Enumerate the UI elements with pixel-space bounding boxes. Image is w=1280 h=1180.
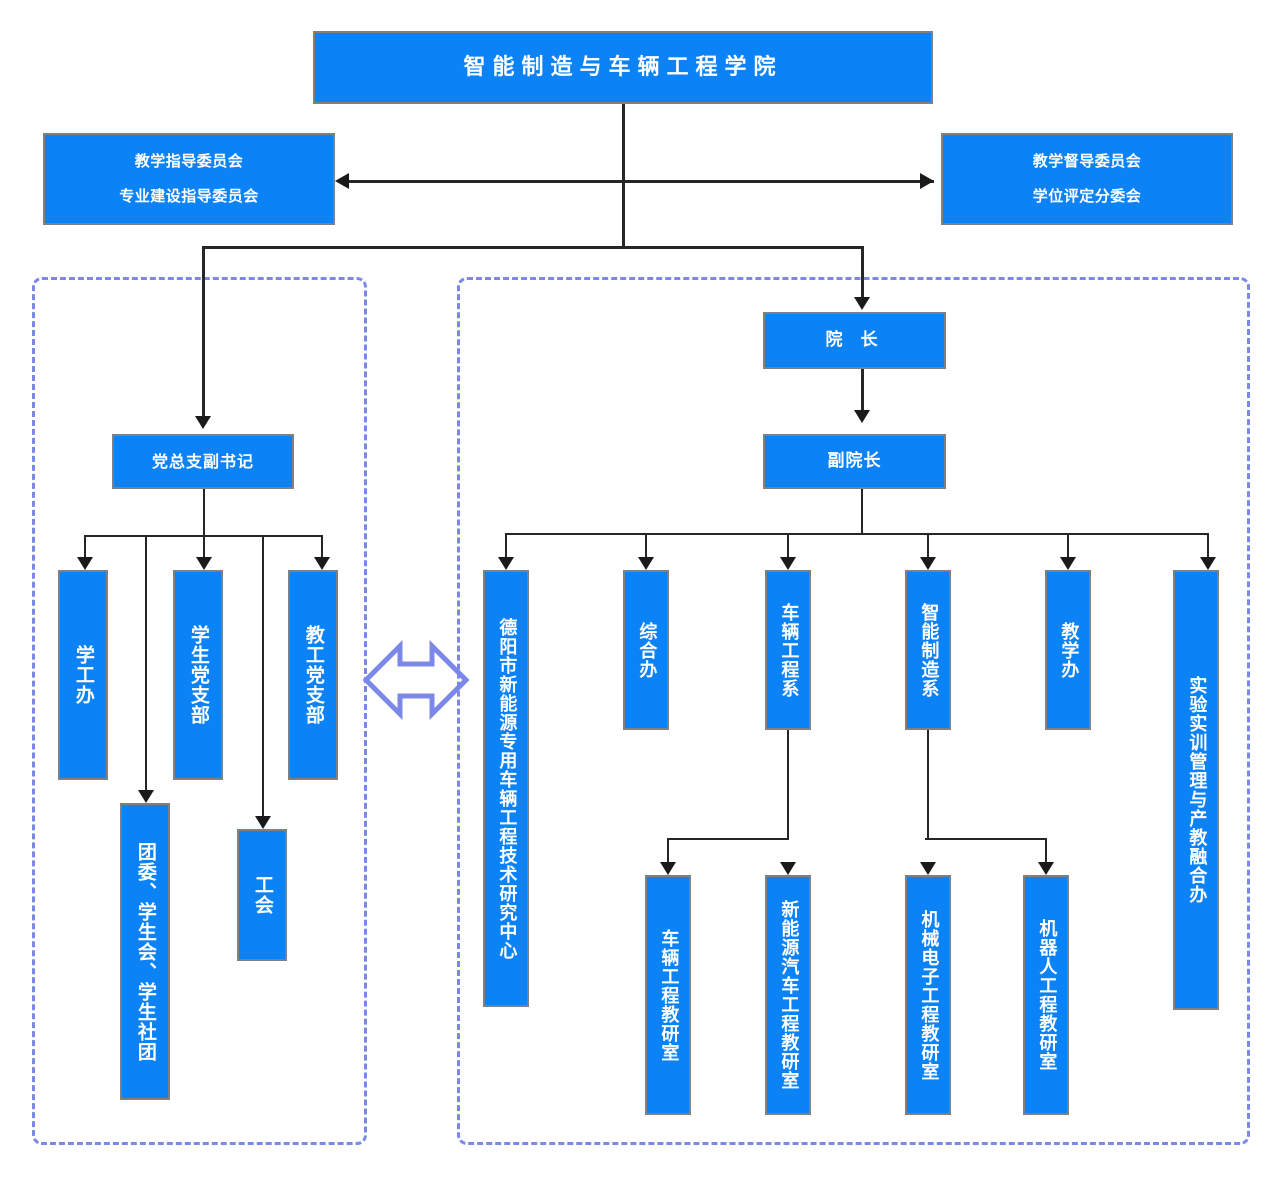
dean-box[interactable]: 院 长 (763, 312, 946, 369)
party-branch-group-frame (32, 277, 367, 1145)
arrow-to-dean (854, 297, 870, 310)
label-youth-league-student-union: 团委、学生会、学生社团 (134, 841, 157, 1062)
connector-to-youth-league (145, 535, 147, 795)
dean-label: 院 长 (825, 330, 884, 351)
box-mechatronics-teaching-office[interactable]: 机械电子工程教研室 (905, 875, 951, 1115)
arrow-to-vehicle-engineering-dept (780, 557, 796, 570)
label-vehicle-teaching-office: 车辆工程教研室 (658, 928, 680, 1062)
arrow-to-party-secretary (195, 416, 211, 429)
label-teaching-office: 教学办 (1058, 621, 1080, 679)
label-student-affairs-office: 学工办 (72, 645, 95, 705)
box-youth-league-student-union[interactable]: 团委、学生会、学生社团 (120, 803, 170, 1100)
connector-dept-drop-1 (505, 533, 507, 560)
arrow-to-mechatronics-teaching-office (920, 862, 936, 875)
label-labor-union: 工会 (251, 875, 274, 915)
arrow-to-left-committee (335, 173, 349, 189)
vice-dean-label: 副院长 (827, 451, 882, 472)
label-mechatronics-teaching-office: 机械电子工程教研室 (918, 909, 940, 1081)
arrow-to-lab-training-office (1200, 557, 1216, 570)
connector-party-stem (203, 489, 205, 535)
arrow-to-labor-union (255, 816, 271, 829)
label-robotics-teaching-office: 机器人工程教研室 (1036, 919, 1058, 1071)
label-student-party-branch: 学生党支部 (187, 625, 210, 725)
connector-dept-drop-4 (927, 533, 929, 560)
party-secretary-box[interactable]: 党总支副书记 (112, 434, 294, 489)
party-secretary-label: 党总支副书记 (151, 451, 254, 471)
box-student-affairs-office[interactable]: 学工办 (58, 570, 108, 780)
vice-dean-box[interactable]: 副院长 (763, 434, 946, 489)
box-staff-party-branch[interactable]: 教工党支部 (288, 570, 338, 780)
arrow-to-teaching-office (1060, 557, 1076, 570)
connector-committees-bar (344, 180, 934, 183)
connector-manufacturing-dept-drop-2 (1045, 838, 1047, 865)
arrow-to-student-affairs-office (77, 557, 93, 570)
committee-left-line2: 专业建设指导委员会 (119, 186, 259, 205)
connector-admin-leg (861, 246, 864, 302)
box-lab-training-office[interactable]: 实验实训管理与产教融合办 (1173, 570, 1219, 1010)
connector-party-leg (202, 246, 205, 420)
box-intelligent-manufacturing-dept[interactable]: 智能制造系 (905, 570, 951, 730)
box-research-center[interactable]: 德阳市新能源专用车辆工程技术研究中心 (483, 570, 529, 1007)
teaching-guidance-committee-box[interactable]: 教学指导委员会 专业建设指导委员会 (43, 133, 335, 225)
arrow-to-student-party-branch (196, 557, 212, 570)
box-vehicle-teaching-office[interactable]: 车辆工程教研室 (645, 875, 691, 1115)
connector-dept-drop-3 (787, 533, 789, 560)
connector-to-labor-union (262, 535, 264, 820)
box-vehicle-engineering-dept[interactable]: 车辆工程系 (765, 570, 811, 730)
arrow-to-right-committee (920, 173, 934, 189)
connector-party-drop-3 (321, 535, 323, 560)
arrow-to-staff-party-branch (314, 557, 330, 570)
connector-dept-drop-2 (645, 533, 647, 560)
box-robotics-teaching-office[interactable]: 机器人工程教研室 (1023, 875, 1069, 1115)
label-general-office: 综合办 (636, 621, 658, 679)
connector-vehicle-dept-bus (667, 838, 789, 840)
box-student-party-branch[interactable]: 学生党支部 (173, 570, 223, 780)
label-intelligent-manufacturing-dept: 智能制造系 (918, 602, 940, 698)
page-title: 智能制造与车辆工程学院 (463, 54, 783, 80)
connector-vehicle-dept-drop-1 (667, 838, 669, 865)
connector-vehicle-dept-stem (787, 730, 789, 840)
connector-dean-to-vice-dean (861, 369, 864, 417)
connector-party-drop-1 (84, 535, 86, 560)
arrow-to-general-office (638, 557, 654, 570)
arrow-to-research-center (498, 557, 514, 570)
label-vehicle-engineering-dept: 车辆工程系 (778, 602, 800, 698)
committee-left-line1: 教学指导委员会 (134, 151, 244, 170)
label-research-center: 德阳市新能源专用车辆工程技术研究中心 (496, 617, 518, 960)
label-lab-training-office: 实验实训管理与产教融合办 (1186, 676, 1208, 904)
connector-main-split-bar (202, 246, 864, 249)
committee-right-line1: 教学督导委员会 (1032, 151, 1142, 170)
box-labor-union[interactable]: 工会 (237, 829, 287, 961)
box-nev-teaching-office[interactable]: 新能源汽车工程教研室 (765, 875, 811, 1115)
college-title-box[interactable]: 智能制造与车辆工程学院 (313, 31, 933, 104)
connector-departments-bus (505, 533, 1207, 535)
connector-dept-drop-5 (1067, 533, 1069, 560)
administration-group-frame (457, 277, 1250, 1145)
box-general-office[interactable]: 综合办 (623, 570, 669, 730)
arrow-to-vehicle-teaching-office (660, 862, 676, 875)
arrow-to-intelligent-manufacturing-dept (920, 557, 936, 570)
committee-right-line2: 学位评定分委会 (1032, 186, 1142, 205)
connector-manufacturing-dept-stem (927, 730, 929, 840)
box-teaching-office[interactable]: 教学办 (1045, 570, 1091, 730)
arrow-to-nev-teaching-office (780, 862, 796, 875)
arrow-to-youth-league (138, 790, 154, 803)
connector-vice-dean-stem (861, 489, 863, 533)
arrow-to-robotics-teaching-office (1038, 862, 1054, 875)
arrow-to-vice-dean (854, 410, 870, 423)
connector-party-drop-2 (203, 535, 205, 560)
connector-title-stem (622, 104, 625, 248)
connector-manufacturing-dept-bus (925, 838, 1047, 840)
connector-dept-drop-6 (1207, 533, 1209, 560)
label-nev-teaching-office: 新能源汽车工程教研室 (778, 900, 800, 1090)
double-headed-arrow-icon (362, 628, 470, 732)
teaching-supervision-committee-box[interactable]: 教学督导委员会 学位评定分委会 (941, 133, 1233, 225)
label-staff-party-branch: 教工党支部 (302, 625, 325, 725)
